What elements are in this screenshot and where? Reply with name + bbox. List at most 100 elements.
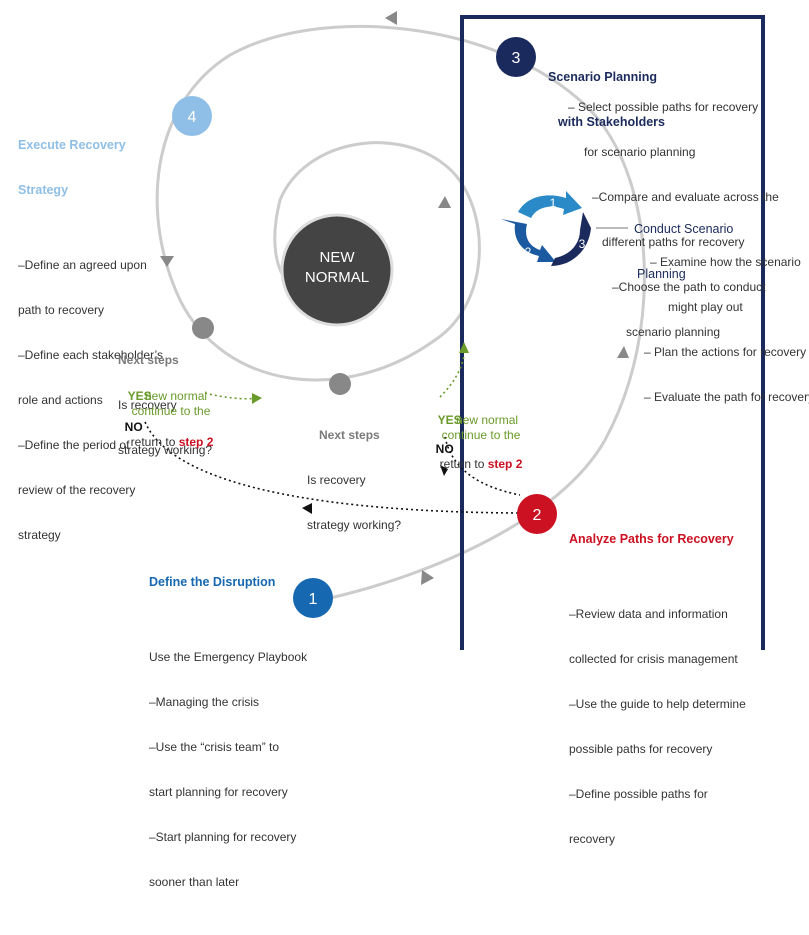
- recovery-cycle-diagram: 1 2 3 4 1 2 3: [144, 11, 765, 650]
- new-normal-label: NEW NORMAL: [286, 248, 388, 288]
- conduct-block: Conduct Scenario Planning: [634, 192, 733, 297]
- next-step-dot-left: [192, 317, 214, 339]
- next-steps-left-q2: strategy working?: [118, 443, 213, 457]
- scenario-frame: [460, 15, 765, 650]
- no-left-text: return to: [130, 435, 179, 449]
- step-3-number: 3: [512, 50, 521, 67]
- step-1-list: Use the Emergency Playbook –Managing the…: [149, 620, 307, 920]
- yes-right-arrow: [459, 342, 469, 353]
- step-2-block: Analyze Paths for Recovery –Review data …: [569, 502, 746, 892]
- conduct-title-line1: Conduct Scenario: [634, 222, 734, 236]
- next-steps-mid-title: Next steps: [319, 428, 380, 442]
- yes-right: YES continue to the: [431, 398, 521, 443]
- step-3-line: different paths for recovery: [602, 235, 745, 249]
- step-2-line: possible paths for recovery: [569, 742, 713, 756]
- yes-left-text2: new normal: [145, 389, 208, 403]
- step-2-title: Analyze Paths for Recovery: [569, 532, 734, 546]
- dotted-no-right: [444, 436, 521, 496]
- step-3-title-line1: Scenario Planning: [548, 70, 658, 84]
- track-arrow-top: [385, 11, 397, 25]
- step-3-line: – Select possible paths for recovery: [568, 100, 759, 114]
- yes-right-label: YES: [437, 413, 462, 427]
- conduct-line: might play out: [668, 300, 743, 314]
- no-left-step: step 2: [178, 435, 214, 449]
- step-4-list: –Define an agreed upon path to recovery …: [18, 228, 163, 573]
- step-2-line: –Use the guide to help determine: [569, 697, 746, 711]
- track-arrow-right: [617, 346, 629, 358]
- step-1-line: –Managing the crisis: [149, 695, 260, 709]
- cycle-number-1: 1: [550, 196, 557, 210]
- cycle-number-3: 3: [579, 237, 586, 251]
- cycle-arrows: 1 2 3: [501, 191, 591, 266]
- step-3-line: for scenario planning: [584, 145, 696, 159]
- new-normal-line1: NEW: [319, 249, 355, 266]
- step-2-line: –Define possible paths for: [569, 787, 708, 801]
- step-4-block: Execute Recovery Strategy –Define an agr…: [18, 108, 163, 588]
- next-steps-mid-q2: strategy working?: [307, 518, 402, 532]
- step-3-line: –Compare and evaluate across the: [592, 190, 779, 204]
- step-1-circle: [293, 578, 333, 618]
- step-1-line: sooner than later: [149, 875, 240, 889]
- step-4-line: path to recovery: [18, 303, 105, 317]
- dotted-no-left: [144, 421, 519, 514]
- no-right-step: step 2: [487, 457, 523, 471]
- yes-left-label: YES: [127, 389, 152, 403]
- step-4-line: role and actions: [18, 393, 103, 407]
- step-1-line: start planning for recovery: [149, 785, 288, 799]
- new-normal-circle: [280, 213, 394, 327]
- dotted-yes-right: [439, 354, 465, 398]
- new-normal-line2: NORMAL: [304, 269, 370, 286]
- step-4-line: –Define each stakeholder’s: [18, 348, 163, 362]
- step-1-title: Define the Disruption: [149, 575, 276, 589]
- no-left: NO return to step 2: [118, 405, 214, 450]
- yes-right-text1: continue to the: [441, 428, 521, 442]
- no-left-arrow: [302, 503, 312, 514]
- step-4-title-line1: Execute Recovery: [18, 138, 126, 152]
- step-2-line: –Review data and information: [569, 607, 728, 621]
- step-1-line: –Start planning for recovery: [149, 830, 297, 844]
- track-arrow-left: [160, 256, 174, 267]
- step-2-circle: [517, 494, 557, 534]
- conduct-list: – Examine how the scenario might play ou…: [644, 225, 809, 420]
- next-steps-mid-q1: Is recovery: [307, 473, 366, 487]
- step-3-title-line2: with Stakeholders: [558, 115, 665, 129]
- conduct-title-line2: Planning: [637, 267, 686, 281]
- yes-left: YES continue to the: [121, 374, 211, 419]
- yes-left-text1: continue to the: [131, 404, 211, 418]
- step-4-title-line2: Strategy: [18, 183, 69, 197]
- step-4-line: –Define an agreed upon: [18, 258, 147, 272]
- step-1-line: Use the Emergency Playbook: [149, 650, 308, 664]
- next-step-dot-mid: [329, 373, 351, 395]
- conduct-line: – Plan the actions for recovery: [644, 345, 807, 359]
- step-2-list: –Review data and information collected f…: [569, 577, 746, 877]
- cycle-number-2: 2: [525, 245, 532, 259]
- next-steps-left-q1: Is recovery: [118, 398, 177, 412]
- yes-right-text2: new normal: [456, 413, 519, 427]
- step-1-line: –Use the “crisis team” to: [149, 740, 280, 754]
- step-3-line: –Choose the path to conduct: [612, 280, 766, 294]
- step-2-number: 2: [533, 507, 542, 524]
- conduct-line: – Examine how the scenario: [650, 255, 801, 269]
- next-steps-left-title: Next steps: [118, 353, 179, 367]
- step-2-line: recovery: [569, 832, 616, 846]
- outer-spiral-track: [155, 24, 646, 600]
- cycle-segment-3: [551, 212, 591, 266]
- yes-left-arrow: [252, 393, 262, 404]
- step-1-number: 1: [309, 591, 318, 608]
- no-right: NO return to step 2: [429, 427, 523, 472]
- step-4-circle: [172, 96, 212, 136]
- track-arrow-bottom: [421, 570, 434, 585]
- no-left-label: NO: [124, 420, 143, 434]
- step-3-block: Scenario Planning with Stakeholders: [548, 40, 665, 145]
- cycle-segment-1: [518, 191, 582, 218]
- no-right-arrow: [440, 465, 448, 476]
- no-right-label: NO: [435, 442, 454, 456]
- step-3-circle: [496, 37, 536, 77]
- no-right-text: return to: [439, 457, 488, 471]
- dotted-yes-left: [204, 392, 259, 400]
- step-3-list: – Select possible paths for recovery for…: [568, 70, 779, 355]
- track-arrow-inner: [438, 196, 451, 208]
- step-1-block: Define the Disruption Use the Emergency …: [149, 545, 307, 935]
- step-4-number: 4: [188, 109, 197, 126]
- conduct-line: – Evaluate the path for recovery: [644, 390, 809, 404]
